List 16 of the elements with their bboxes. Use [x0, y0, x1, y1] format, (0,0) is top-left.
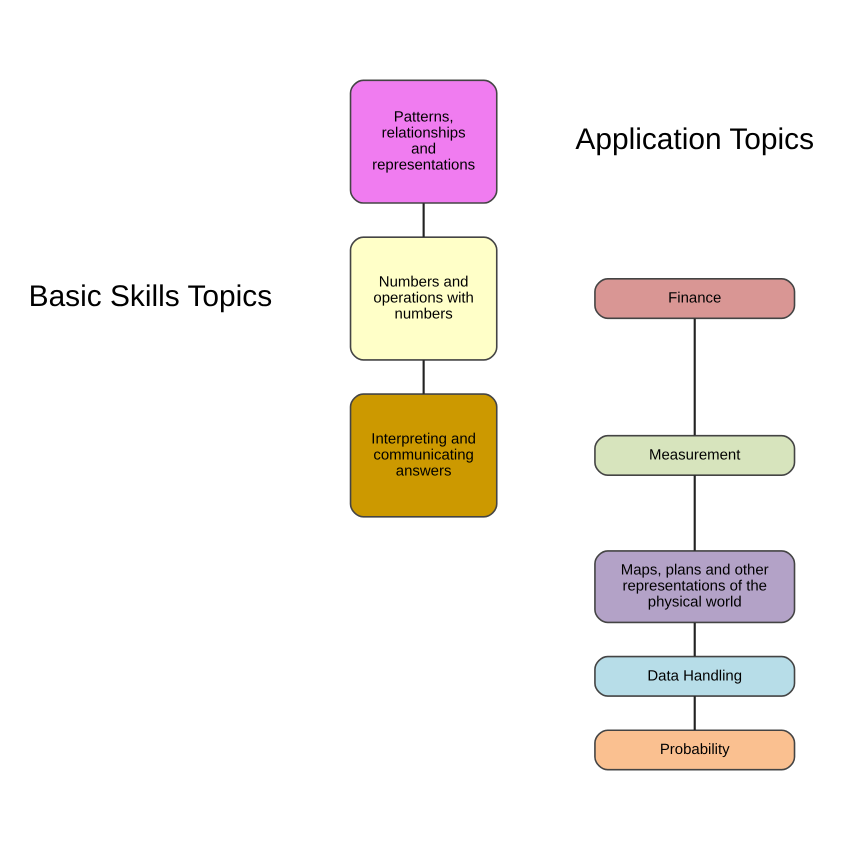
node-box: Maps, plans and other representations of the physical world: [594, 550, 796, 624]
node-box: Numbers and operations with numbers: [350, 236, 498, 361]
node-box: Measurement: [594, 434, 796, 476]
node-box: Patterns, relationships and representations: [350, 79, 498, 204]
connector: [694, 696, 696, 730]
connector: [694, 475, 696, 551]
connector: [422, 203, 425, 237]
connector: [422, 360, 425, 394]
node-box: Interpreting and communicating answers: [350, 393, 498, 518]
label: Basic Skills Topics: [28, 280, 272, 313]
connector: [694, 318, 696, 436]
label: Application Topics: [575, 123, 814, 156]
connector: [694, 622, 696, 656]
node-box: Probability: [594, 729, 796, 771]
node-box: Finance: [594, 278, 796, 320]
node-box: Data Handling: [594, 656, 796, 697]
